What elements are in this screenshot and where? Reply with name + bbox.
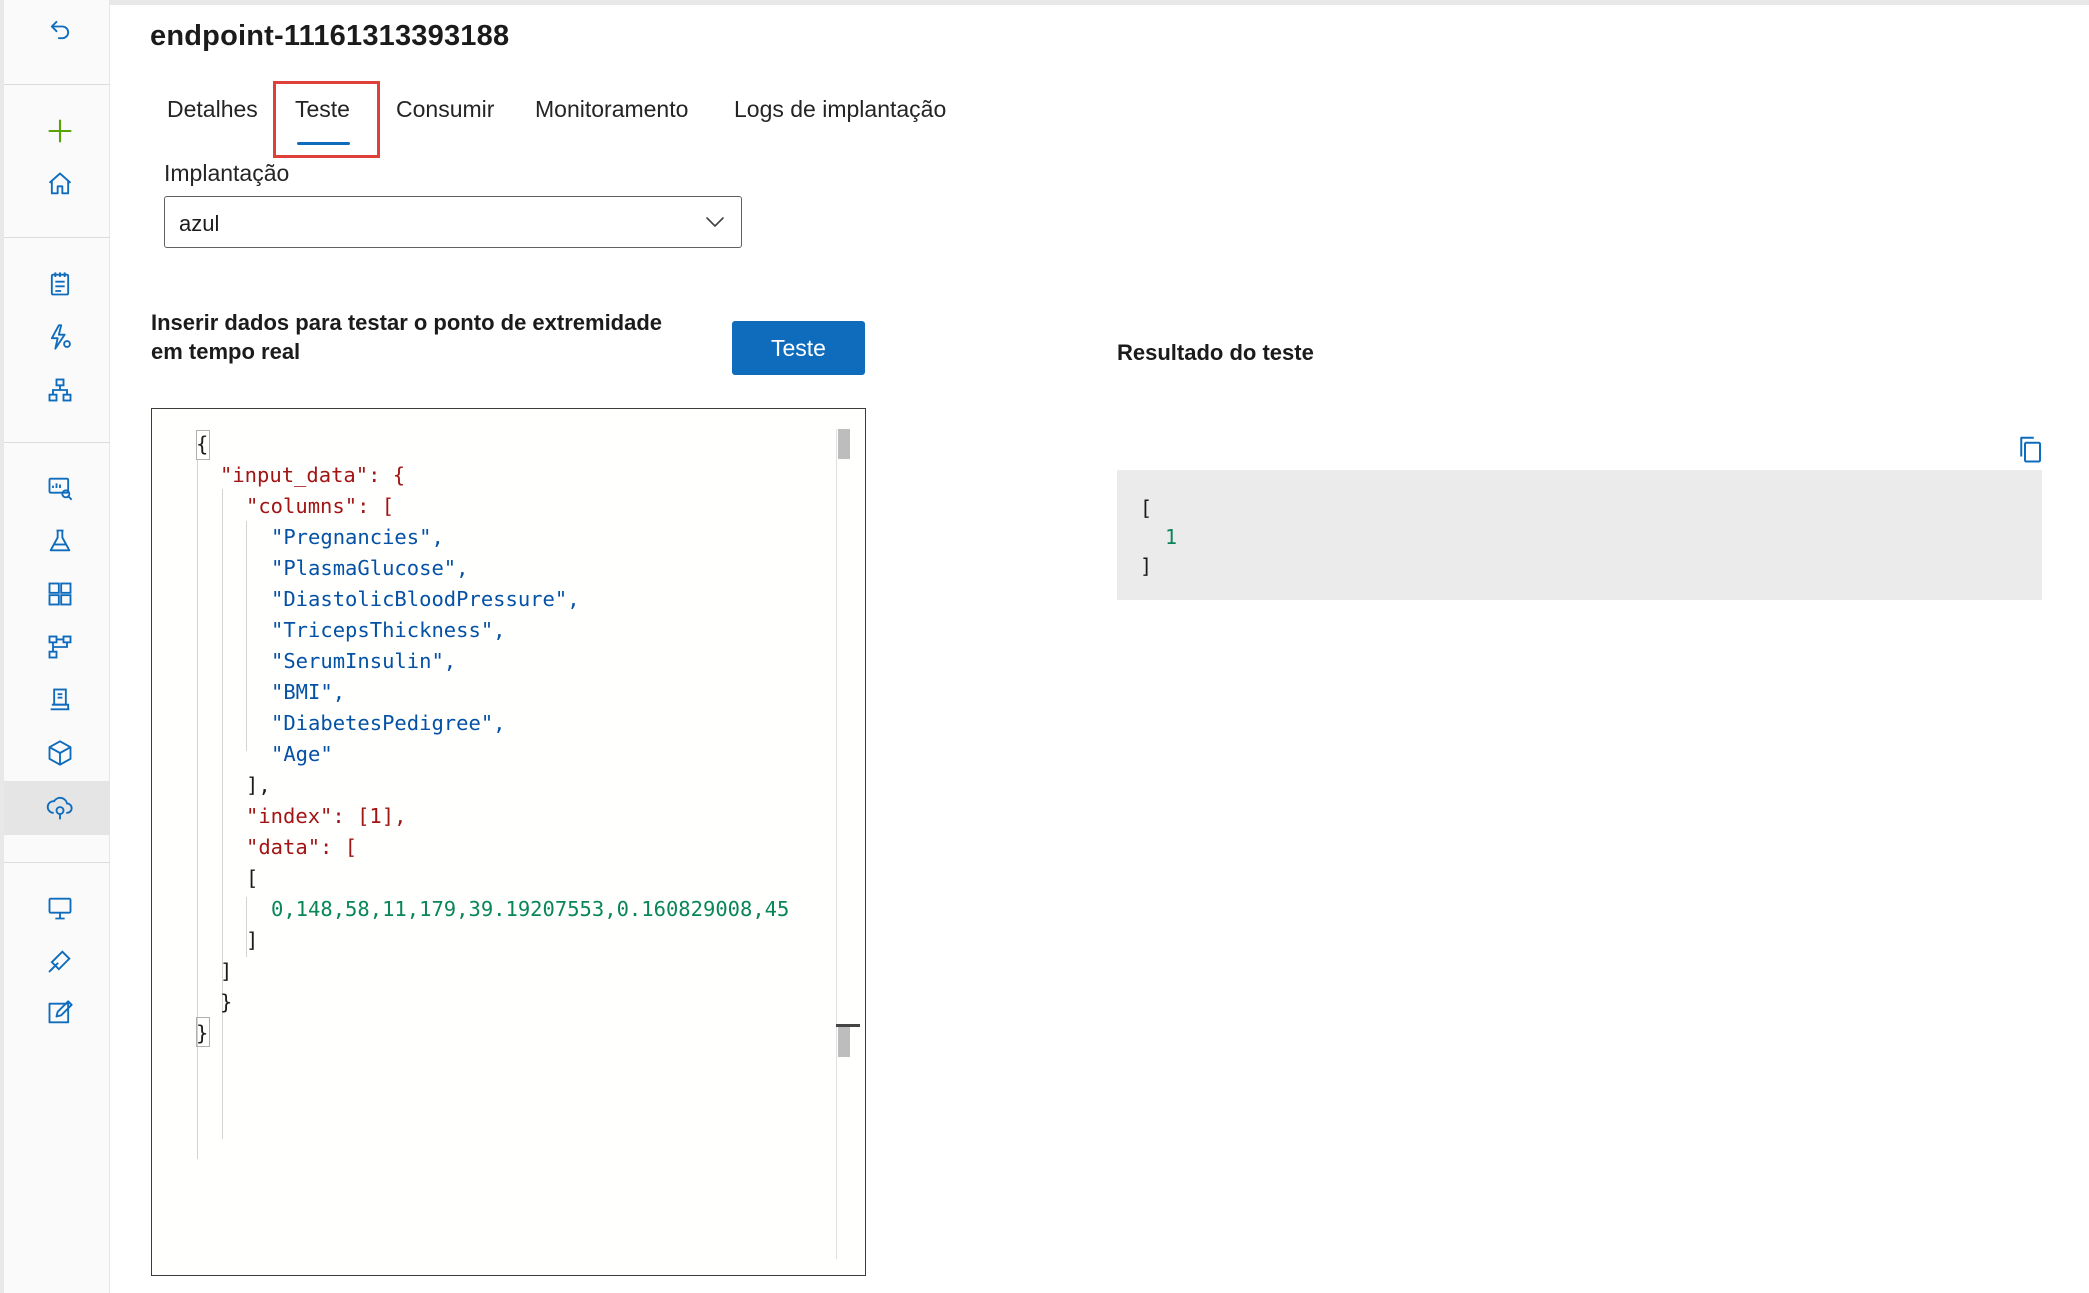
endpoints-icon[interactable] <box>40 787 80 827</box>
models-icon[interactable] <box>40 733 80 773</box>
tab-test[interactable]: Teste <box>295 96 350 122</box>
components-icon[interactable] <box>40 574 80 614</box>
notebook-icon[interactable] <box>40 264 80 304</box>
code-line: } <box>220 990 233 1014</box>
jobs-icon[interactable] <box>40 521 80 561</box>
highlight-annotation <box>273 81 380 158</box>
deployment-dropdown[interactable]: azul <box>164 196 742 248</box>
top-border <box>110 0 2089 5</box>
datastores-icon[interactable] <box>40 941 80 981</box>
pipelines-icon[interactable] <box>40 627 80 667</box>
code-line: "Pregnancies", <box>271 525 444 549</box>
input-section-title: Inserir dados para testar o ponto de ext… <box>151 308 662 366</box>
tab-deployment-logs[interactable]: Logs de implantação <box>734 96 947 122</box>
indent-guide <box>222 489 223 1139</box>
chevron-down-icon <box>706 217 724 227</box>
plus-icon[interactable] <box>40 111 80 151</box>
indent-guide <box>197 459 198 1159</box>
result-section-title: Resultado do teste <box>1117 340 1314 365</box>
deployment-selected-value: azul <box>179 211 220 236</box>
nav-divider <box>4 84 110 85</box>
code-line: ] <box>246 928 259 952</box>
automl-icon[interactable] <box>40 317 80 357</box>
tab-monitoring[interactable]: Monitoramento <box>535 96 689 122</box>
code-line: "data": [ <box>246 835 358 859</box>
code-line: { <box>196 432 209 456</box>
labeling-icon[interactable] <box>40 993 80 1033</box>
compute-icon[interactable] <box>40 888 80 928</box>
indent-guide <box>246 521 247 751</box>
nav-divider <box>4 862 110 863</box>
editor-overview-ruler-mark <box>836 1024 860 1027</box>
code-line: } <box>196 1021 209 1045</box>
result-line: 1 <box>1165 525 1178 549</box>
designer-icon[interactable] <box>40 370 80 410</box>
result-line: [ <box>1140 496 1153 520</box>
input-section-title-line2: em tempo real <box>151 339 301 364</box>
environments-icon[interactable] <box>40 680 80 720</box>
code-line: "TricepsThickness", <box>271 618 506 642</box>
editor-overview-ruler-thumb <box>838 1027 850 1057</box>
editor-scrollbar-thumb[interactable] <box>838 429 850 459</box>
copy-icon[interactable] <box>2015 434 2045 464</box>
result-line: ] <box>1140 554 1153 578</box>
code-line: "Age" <box>271 742 333 766</box>
editor-scrollbar-track[interactable] <box>836 429 837 1259</box>
deployment-label: Implantação <box>164 160 290 186</box>
back-arrow-icon[interactable] <box>40 10 80 50</box>
result-output-box: [ 1 ] <box>1117 470 2042 600</box>
code-line: "index": [1], <box>246 804 407 828</box>
test-button[interactable]: Teste <box>732 321 865 375</box>
code-line: [ <box>246 866 259 890</box>
tab-details[interactable]: Detalhes <box>167 96 258 122</box>
page-title: endpoint-11161313393188 <box>150 20 510 52</box>
code-line: "PlasmaGlucose", <box>271 556 469 580</box>
code-line: "SerumInsulin", <box>271 649 457 673</box>
nav-divider <box>4 237 110 238</box>
code-line: "columns": [ <box>246 494 395 518</box>
home-icon[interactable] <box>40 164 80 204</box>
input-section-title-line1: Inserir dados para testar o ponto de ext… <box>151 310 663 335</box>
bracket-match-box <box>196 1017 210 1047</box>
left-nav-sidebar <box>0 0 110 1293</box>
json-input-editor[interactable]: { "input_data": { "columns": [ "Pregnanc… <box>151 408 866 1276</box>
active-tab-indicator <box>297 142 350 145</box>
code-line: "DiastolicBloodPressure", <box>271 587 580 611</box>
code-line: "DiabetesPedigree", <box>271 711 506 735</box>
code-line: "BMI", <box>271 680 346 704</box>
nav-divider <box>4 442 110 443</box>
code-line: ] <box>220 959 233 983</box>
data-icon[interactable] <box>40 468 80 508</box>
code-line: "input_data": { <box>220 463 406 487</box>
code-line: ], <box>246 773 271 797</box>
tab-consume[interactable]: Consumir <box>396 96 495 122</box>
code-line: 0,148,58,11,179,39.19207553,0.160829008,… <box>271 897 790 921</box>
bracket-match-box <box>196 430 210 460</box>
indent-guide <box>246 897 247 957</box>
